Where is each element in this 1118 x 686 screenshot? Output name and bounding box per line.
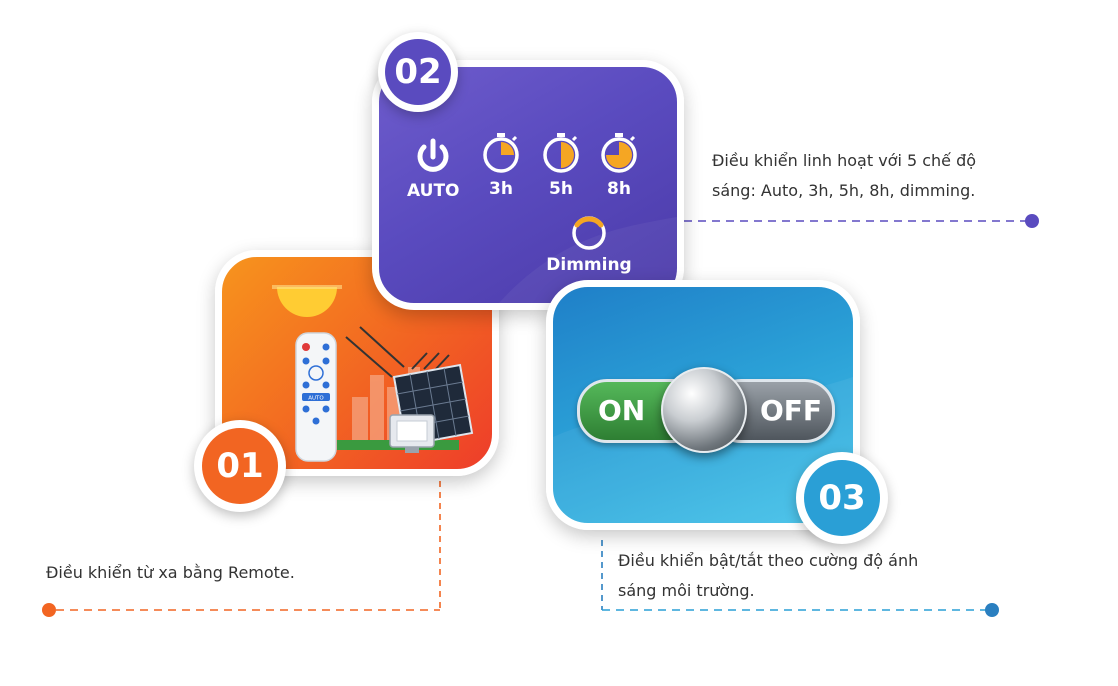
switch-knob (661, 367, 747, 453)
mode-3h-label: 3h (489, 179, 513, 199)
mode-dimming-label: Dimming (546, 255, 632, 275)
timer-8h-icon (601, 133, 637, 173)
step-02-text-line1: Điều khiển linh hoạt với 5 chế độ (712, 151, 977, 170)
remote-control-icon: AUTO (295, 332, 337, 462)
step-02-text: Điều khiển linh hoạt với 5 chế độ sáng: … (712, 146, 976, 206)
remote-solar-illustration: AUTO (272, 285, 474, 462)
badge-01-number: 01 (202, 428, 278, 504)
switch-off-label: OFF (760, 394, 823, 427)
dimming-icon (572, 216, 606, 250)
timer-3h-icon (483, 133, 519, 173)
badge-03: 03 (796, 452, 888, 544)
badge-02-number: 02 (385, 39, 451, 105)
connector-03-dot (985, 603, 999, 617)
badge-02: 02 (378, 32, 458, 112)
step-02-text-line2: sáng: Auto, 3h, 5h, 8h, dimming. (712, 181, 976, 200)
on-off-switch: ON OFF (577, 367, 835, 453)
mode-auto: AUTO (407, 137, 460, 201)
remote-auto-label: AUTO (308, 396, 324, 402)
flood-light-icon (389, 414, 435, 453)
connector-02-dot (1025, 214, 1039, 228)
mode-5h: 5h (539, 129, 583, 199)
mode-5h-label: 5h (549, 179, 573, 199)
badge-01: 01 (194, 420, 286, 512)
mode-8h-label: 8h (607, 179, 631, 199)
mode-dimming: Dimming (539, 211, 639, 275)
mode-auto-label: AUTO (407, 181, 460, 201)
card-03-switch: ON OFF (546, 280, 860, 530)
switch-on-label: ON (598, 394, 646, 427)
step-03-text-line1: Điều khiển bật/tắt theo cường độ ánh (618, 551, 919, 570)
badge-03-number: 03 (804, 460, 880, 536)
mode-8h: 8h (597, 129, 641, 199)
power-icon (417, 138, 449, 172)
step-01-text: Điều khiển từ xa bằng Remote. (46, 563, 295, 582)
timer-5h-icon (543, 133, 579, 173)
light-ray-arrows (345, 326, 450, 378)
sun-icon (277, 287, 337, 317)
connector-01-dot (42, 603, 56, 617)
step-03-text-line2: sáng môi trường. (618, 581, 755, 600)
mode-3h: 3h (479, 129, 523, 199)
card-02-modes: AUTO 3h 5h 8h (372, 60, 684, 310)
step-03-text: Điều khiển bật/tắt theo cường độ ánh sán… (618, 546, 918, 606)
